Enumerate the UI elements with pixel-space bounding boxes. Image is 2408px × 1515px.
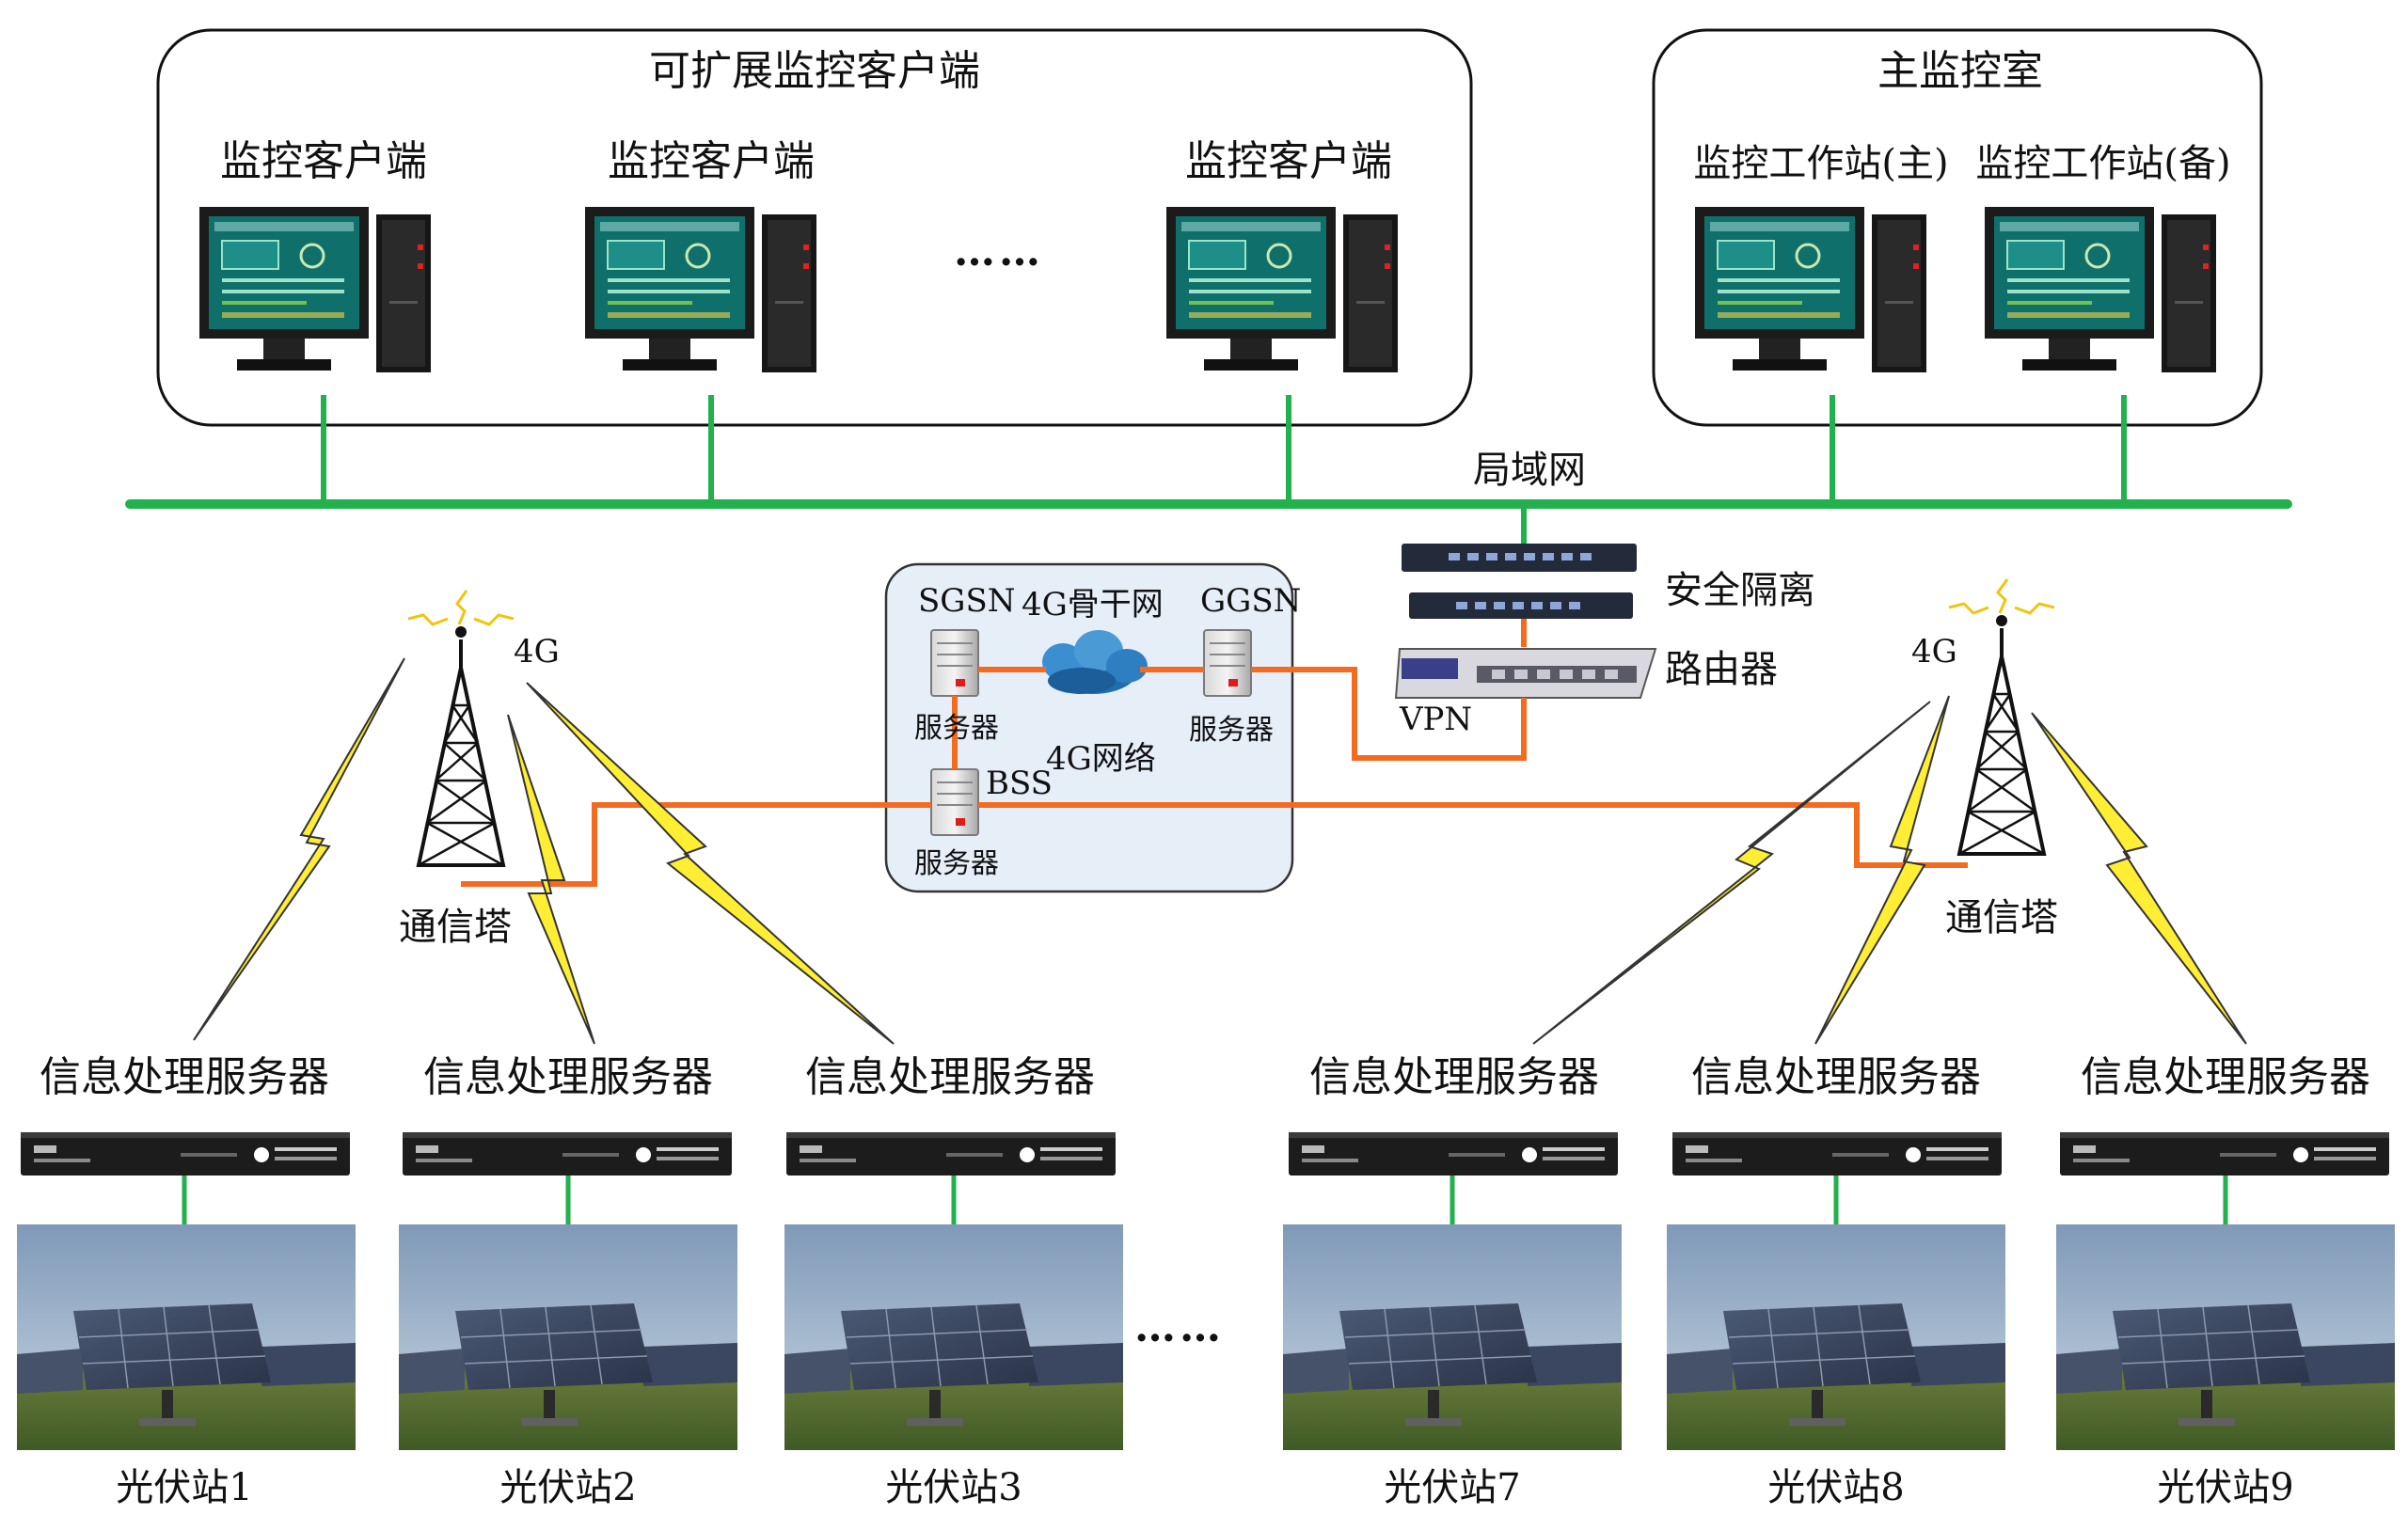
pv-photo-9 [2055,1223,2396,1451]
client-ellipsis: …… [954,228,1044,276]
bss-server-label: 服务器 [914,847,999,880]
lan-label: 局域网 [1473,449,1586,492]
info-server-label-3: 信息处理服务器 [805,1053,1095,1101]
left-tower [406,589,515,867]
client-label-3: 监控客户端 [1185,137,1392,185]
right-tower [1947,577,2056,856]
router-device [1394,648,1657,699]
ggsn-server [1203,629,1252,697]
info-server-9 [2060,1132,2389,1176]
isolation-label: 安全隔离 [1665,569,1815,612]
sgsn-server-label: 服务器 [914,712,999,745]
isolation-device-1 [1402,544,1637,572]
backbone-label: 4G骨干网 [1022,586,1164,623]
right-4g-label: 4G [1911,633,1957,671]
pv-photo-2 [398,1223,738,1451]
backbone-cloud [1042,630,1148,694]
info-server-label-7: 信息处理服务器 [1309,1053,1599,1101]
vpn-label: VPN [1400,701,1473,738]
info-server-3 [786,1132,1116,1176]
info-server-8 [1672,1132,2002,1176]
station-label-7: 光伏站7 [1384,1466,1521,1509]
main-room-title: 主监控室 [1877,47,2043,95]
core-links [952,667,1527,769]
isolation-device-2 [1409,592,1633,619]
station-label-main: 监控工作站(主) [1693,142,1949,185]
sgsn-server [930,629,979,697]
pv-photo-1 [16,1223,356,1451]
stations-ellipsis: …… [1134,1303,1225,1351]
wireless-links [193,657,2247,1045]
client-group-title: 可扩展监控客户端 [649,47,980,95]
info-server-label-1: 信息处理服务器 [40,1053,329,1101]
ggsn-server-label: 服务器 [1189,714,1274,747]
lan-drops [321,395,2127,544]
client-label-2: 监控客户端 [608,137,815,185]
left-4g-label: 4G [514,633,560,671]
bss-label: BSS [986,765,1053,802]
pv-photo-8 [1666,1223,2006,1451]
info-server-7 [1289,1132,1618,1176]
info-server-label-8: 信息处理服务器 [1691,1053,1981,1101]
station-label-2: 光伏站2 [499,1466,637,1509]
left-tower-label: 通信塔 [399,906,512,949]
ggsn-label: GGSN [1200,582,1302,620]
right-tower-label: 通信塔 [1945,896,2058,939]
station-label-8: 光伏站8 [1767,1466,1905,1509]
core-network-box [884,562,1294,893]
network-label: 4G网络 [1046,740,1156,778]
client-label-1: 监控客户端 [220,137,427,185]
router-label: 路由器 [1665,648,1778,691]
station-links [182,1170,2228,1224]
info-server-label-9: 信息处理服务器 [2081,1053,2370,1101]
station-label-1: 光伏站1 [116,1466,253,1509]
pv-photo-3 [784,1223,1124,1451]
info-server-label-2: 信息处理服务器 [423,1053,713,1101]
bss-server [930,768,979,836]
info-server-2 [403,1132,732,1176]
pv-photo-7 [1282,1223,1623,1451]
station-label-9: 光伏站9 [2157,1466,2294,1509]
station-label-3: 光伏站3 [885,1466,1022,1509]
info-server-1 [21,1132,350,1176]
station-label-backup: 监控工作站(备) [1975,142,2231,185]
sgsn-label: SGSN [918,582,1016,620]
